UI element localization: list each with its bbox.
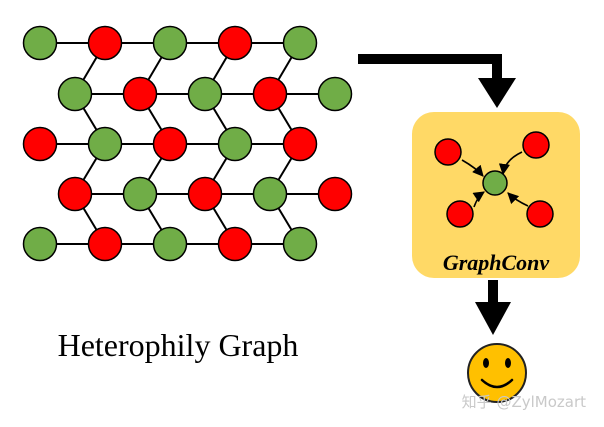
- graph-node-green: [282, 226, 318, 262]
- graph-node-green: [187, 76, 223, 112]
- graph-node-green: [252, 176, 288, 212]
- graphconv-neighbor-node: [434, 138, 462, 166]
- graph-node-red: [57, 176, 93, 212]
- graph-node-red: [87, 25, 123, 61]
- flow-arrow-to-output: [475, 280, 511, 335]
- graph-node-green: [57, 76, 93, 112]
- graphconv-nodes: [434, 131, 554, 228]
- graphconv-message-arrow: [498, 151, 523, 176]
- graph-node-red: [187, 176, 223, 212]
- graph-node-green: [87, 126, 123, 162]
- watermark: 知乎 @ZylMozart: [462, 393, 586, 411]
- graphconv-label: GraphConv: [443, 250, 550, 275]
- smiley-face-body: [467, 343, 527, 403]
- graph-node-red: [217, 226, 253, 262]
- smiley-right-eye: [505, 358, 511, 368]
- graph-node-green: [122, 176, 158, 212]
- graph-node-red: [152, 126, 188, 162]
- graph-node-red: [22, 126, 58, 162]
- graphconv-message-arrow: [507, 192, 529, 207]
- graphconv-message-arrow: [472, 191, 485, 208]
- graphconv-center-node: [482, 170, 508, 196]
- graph-node-green: [152, 226, 188, 262]
- graph-node-red: [122, 76, 158, 112]
- graphconv-box: GraphConv: [412, 112, 580, 278]
- graphconv-neighbor-node: [522, 131, 550, 159]
- smiley-mouth: [480, 378, 514, 389]
- graph-node-green: [217, 126, 253, 162]
- flow-arrow-to-graphconv: [358, 54, 516, 108]
- smiley-face-icon: [467, 343, 527, 403]
- graph-node-red: [87, 226, 123, 262]
- graph-title: Heterophily Graph: [58, 327, 299, 363]
- graph-node-green: [22, 226, 58, 262]
- graph-node-green: [22, 25, 58, 61]
- graph-node-green: [317, 76, 353, 112]
- graph-node-red: [217, 25, 253, 61]
- graphconv-edges: [461, 151, 529, 208]
- graphconv-message-arrow: [461, 159, 484, 177]
- graph-node-green: [152, 25, 188, 61]
- graph-node-red: [252, 76, 288, 112]
- graph-node-green: [282, 25, 318, 61]
- graph-node-red: [317, 176, 353, 212]
- graphconv-neighbor-node: [526, 200, 554, 228]
- graph-node-red: [282, 126, 318, 162]
- graph-nodes: [22, 25, 353, 262]
- graphconv-neighbor-node: [446, 200, 474, 228]
- smiley-left-eye: [483, 358, 489, 368]
